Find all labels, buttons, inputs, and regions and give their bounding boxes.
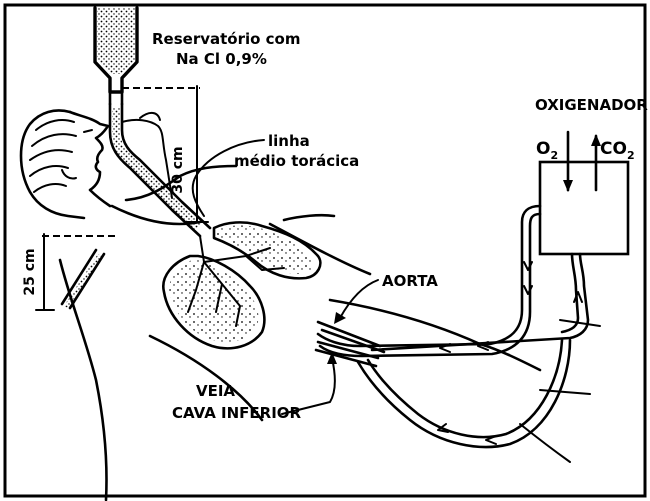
o2-label: O2	[536, 139, 558, 162]
oxygenator-box	[540, 162, 628, 254]
height-25-label: 25 cm	[22, 248, 38, 295]
aorta-callout: AORTA	[334, 272, 438, 324]
mid-thoracic-label-line2: médio torácica	[234, 152, 359, 170]
reservoir-label-line2: Na Cl 0,9%	[176, 50, 267, 68]
height-25cm-marker: 25 cm	[22, 234, 118, 310]
reservoir-label-line1: Reservatório com	[152, 30, 301, 48]
co2-label: CO2	[600, 139, 635, 162]
reservoir-callout: Reservatório com Na Cl 0,9%	[152, 30, 301, 68]
reservoir-bag	[95, 8, 137, 104]
oxygenator-label: OXIGENADOR	[535, 96, 648, 114]
aorta-label: AORTA	[382, 272, 438, 290]
patient-head	[21, 111, 110, 219]
oxygenator: OXIGENADOR O2 CO2	[535, 96, 648, 254]
lungs	[163, 222, 320, 348]
mid-thoracic-label-line1: linha	[268, 132, 310, 150]
height-30-label: 30 cm	[170, 146, 186, 193]
mid-thoracic-line-callout: linha médio torácica	[193, 132, 360, 216]
vena-cava-label-line1: VEIA	[196, 382, 235, 400]
